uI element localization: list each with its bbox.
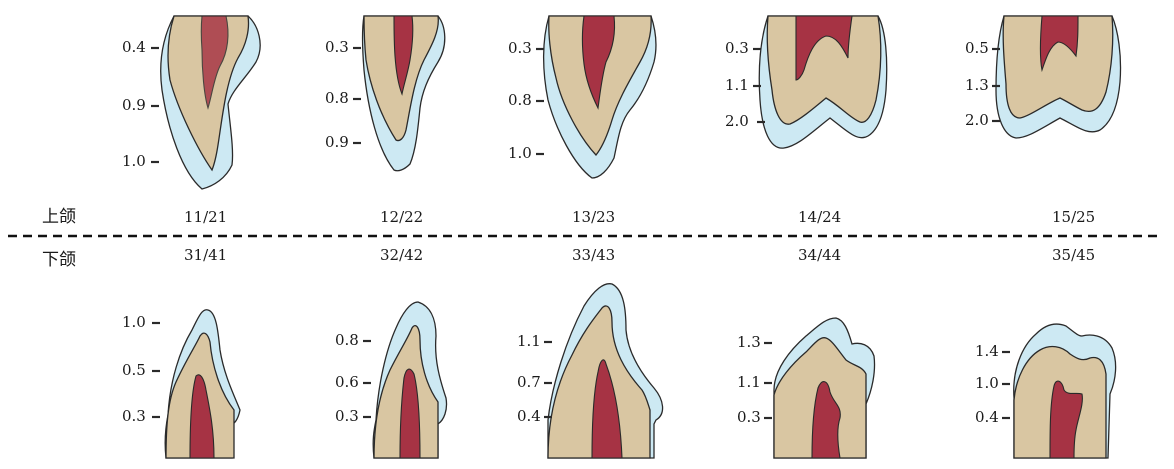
- thickness-value: 2.0: [965, 111, 989, 129]
- tooth-31-41: [164, 309, 241, 459]
- pulp: [189, 374, 215, 459]
- lower-jaw-teeth: [164, 283, 1117, 459]
- thickness-value: 0.8: [325, 89, 349, 107]
- thickness-value: 1.1: [517, 332, 541, 350]
- thickness-value: 1.0: [122, 313, 146, 331]
- pulp: [591, 359, 623, 459]
- thickness-value: 0.3: [725, 39, 749, 57]
- upper-jaw-teeth: [160, 15, 1122, 190]
- thickness-value: 1.0: [975, 374, 999, 392]
- thickness-value: 0.3: [737, 408, 761, 426]
- thickness-value: 0.6: [335, 373, 359, 391]
- tooth-33-43: [547, 283, 664, 459]
- thickness-value: 0.3: [335, 407, 359, 425]
- pulp: [581, 15, 616, 110]
- dentin: [1002, 15, 1114, 119]
- tooth-label: 31/41: [184, 246, 227, 264]
- lower-jaw-label: 下颌: [42, 250, 76, 270]
- thickness-value: 0.3: [122, 407, 146, 425]
- thickness-values: 0.4 0.9 1.0 0.3 0.8 0.9 0.3 0.8 1.0 0.3 …: [122, 38, 1010, 426]
- thickness-value: 0.4: [122, 38, 146, 56]
- thickness-value: 0.8: [508, 91, 532, 109]
- thickness-value: 0.3: [325, 38, 349, 56]
- pulp: [1049, 380, 1083, 459]
- tooth-14-24: [758, 15, 888, 149]
- pulp: [1039, 15, 1079, 73]
- thickness-value: 1.1: [725, 76, 749, 94]
- thickness-value: 1.3: [737, 333, 761, 351]
- tooth-15-25: [995, 15, 1122, 139]
- tooth-label: 32/42: [380, 246, 423, 264]
- pulp: [811, 381, 841, 459]
- tooth-number-labels: 11/21 12/22 13/23 14/24 15/25 31/41 32/4…: [184, 208, 1095, 264]
- pulp: [795, 15, 853, 81]
- tooth-35-45: [1013, 323, 1117, 459]
- thickness-value: 1.0: [508, 144, 532, 162]
- tooth-label: 34/44: [798, 246, 841, 264]
- upper-jaw-label: 上颌: [42, 207, 76, 227]
- tooth-label: 35/45: [1052, 246, 1095, 264]
- tooth-12-22: [361, 15, 446, 172]
- thickness-value: 0.5: [965, 39, 989, 57]
- tooth-label: 13/23: [572, 208, 615, 226]
- thickness-value: 0.5: [122, 361, 146, 379]
- tooth-11-21: [160, 15, 261, 190]
- thickness-value: 1.1: [737, 373, 761, 391]
- thickness-value: 1.3: [965, 76, 989, 94]
- thickness-value: 0.9: [325, 133, 349, 151]
- thickness-value: 0.9: [122, 96, 146, 114]
- thickness-value: 2.0: [725, 112, 749, 130]
- tooth-13-23: [542, 15, 657, 179]
- thickness-value: 0.4: [975, 408, 999, 426]
- pulp: [393, 15, 414, 96]
- pulp: [200, 15, 229, 110]
- thickness-value: 1.4: [975, 342, 999, 360]
- thickness-value: 0.7: [517, 373, 541, 391]
- tooth-34-44: [773, 317, 876, 459]
- thickness-value: 0.3: [508, 39, 532, 57]
- tooth-label: 12/22: [380, 208, 423, 226]
- thickness-value: 1.0: [122, 152, 146, 170]
- thickness-value: 0.4: [517, 407, 541, 425]
- tooth-32-42: [372, 301, 448, 459]
- pulp: [399, 368, 421, 459]
- tooth-label: 15/25: [1052, 208, 1095, 226]
- tooth-label: 11/21: [184, 208, 227, 226]
- tooth-label: 14/24: [798, 208, 841, 226]
- thickness-value: 0.8: [335, 331, 359, 349]
- tooth-label: 33/43: [572, 246, 615, 264]
